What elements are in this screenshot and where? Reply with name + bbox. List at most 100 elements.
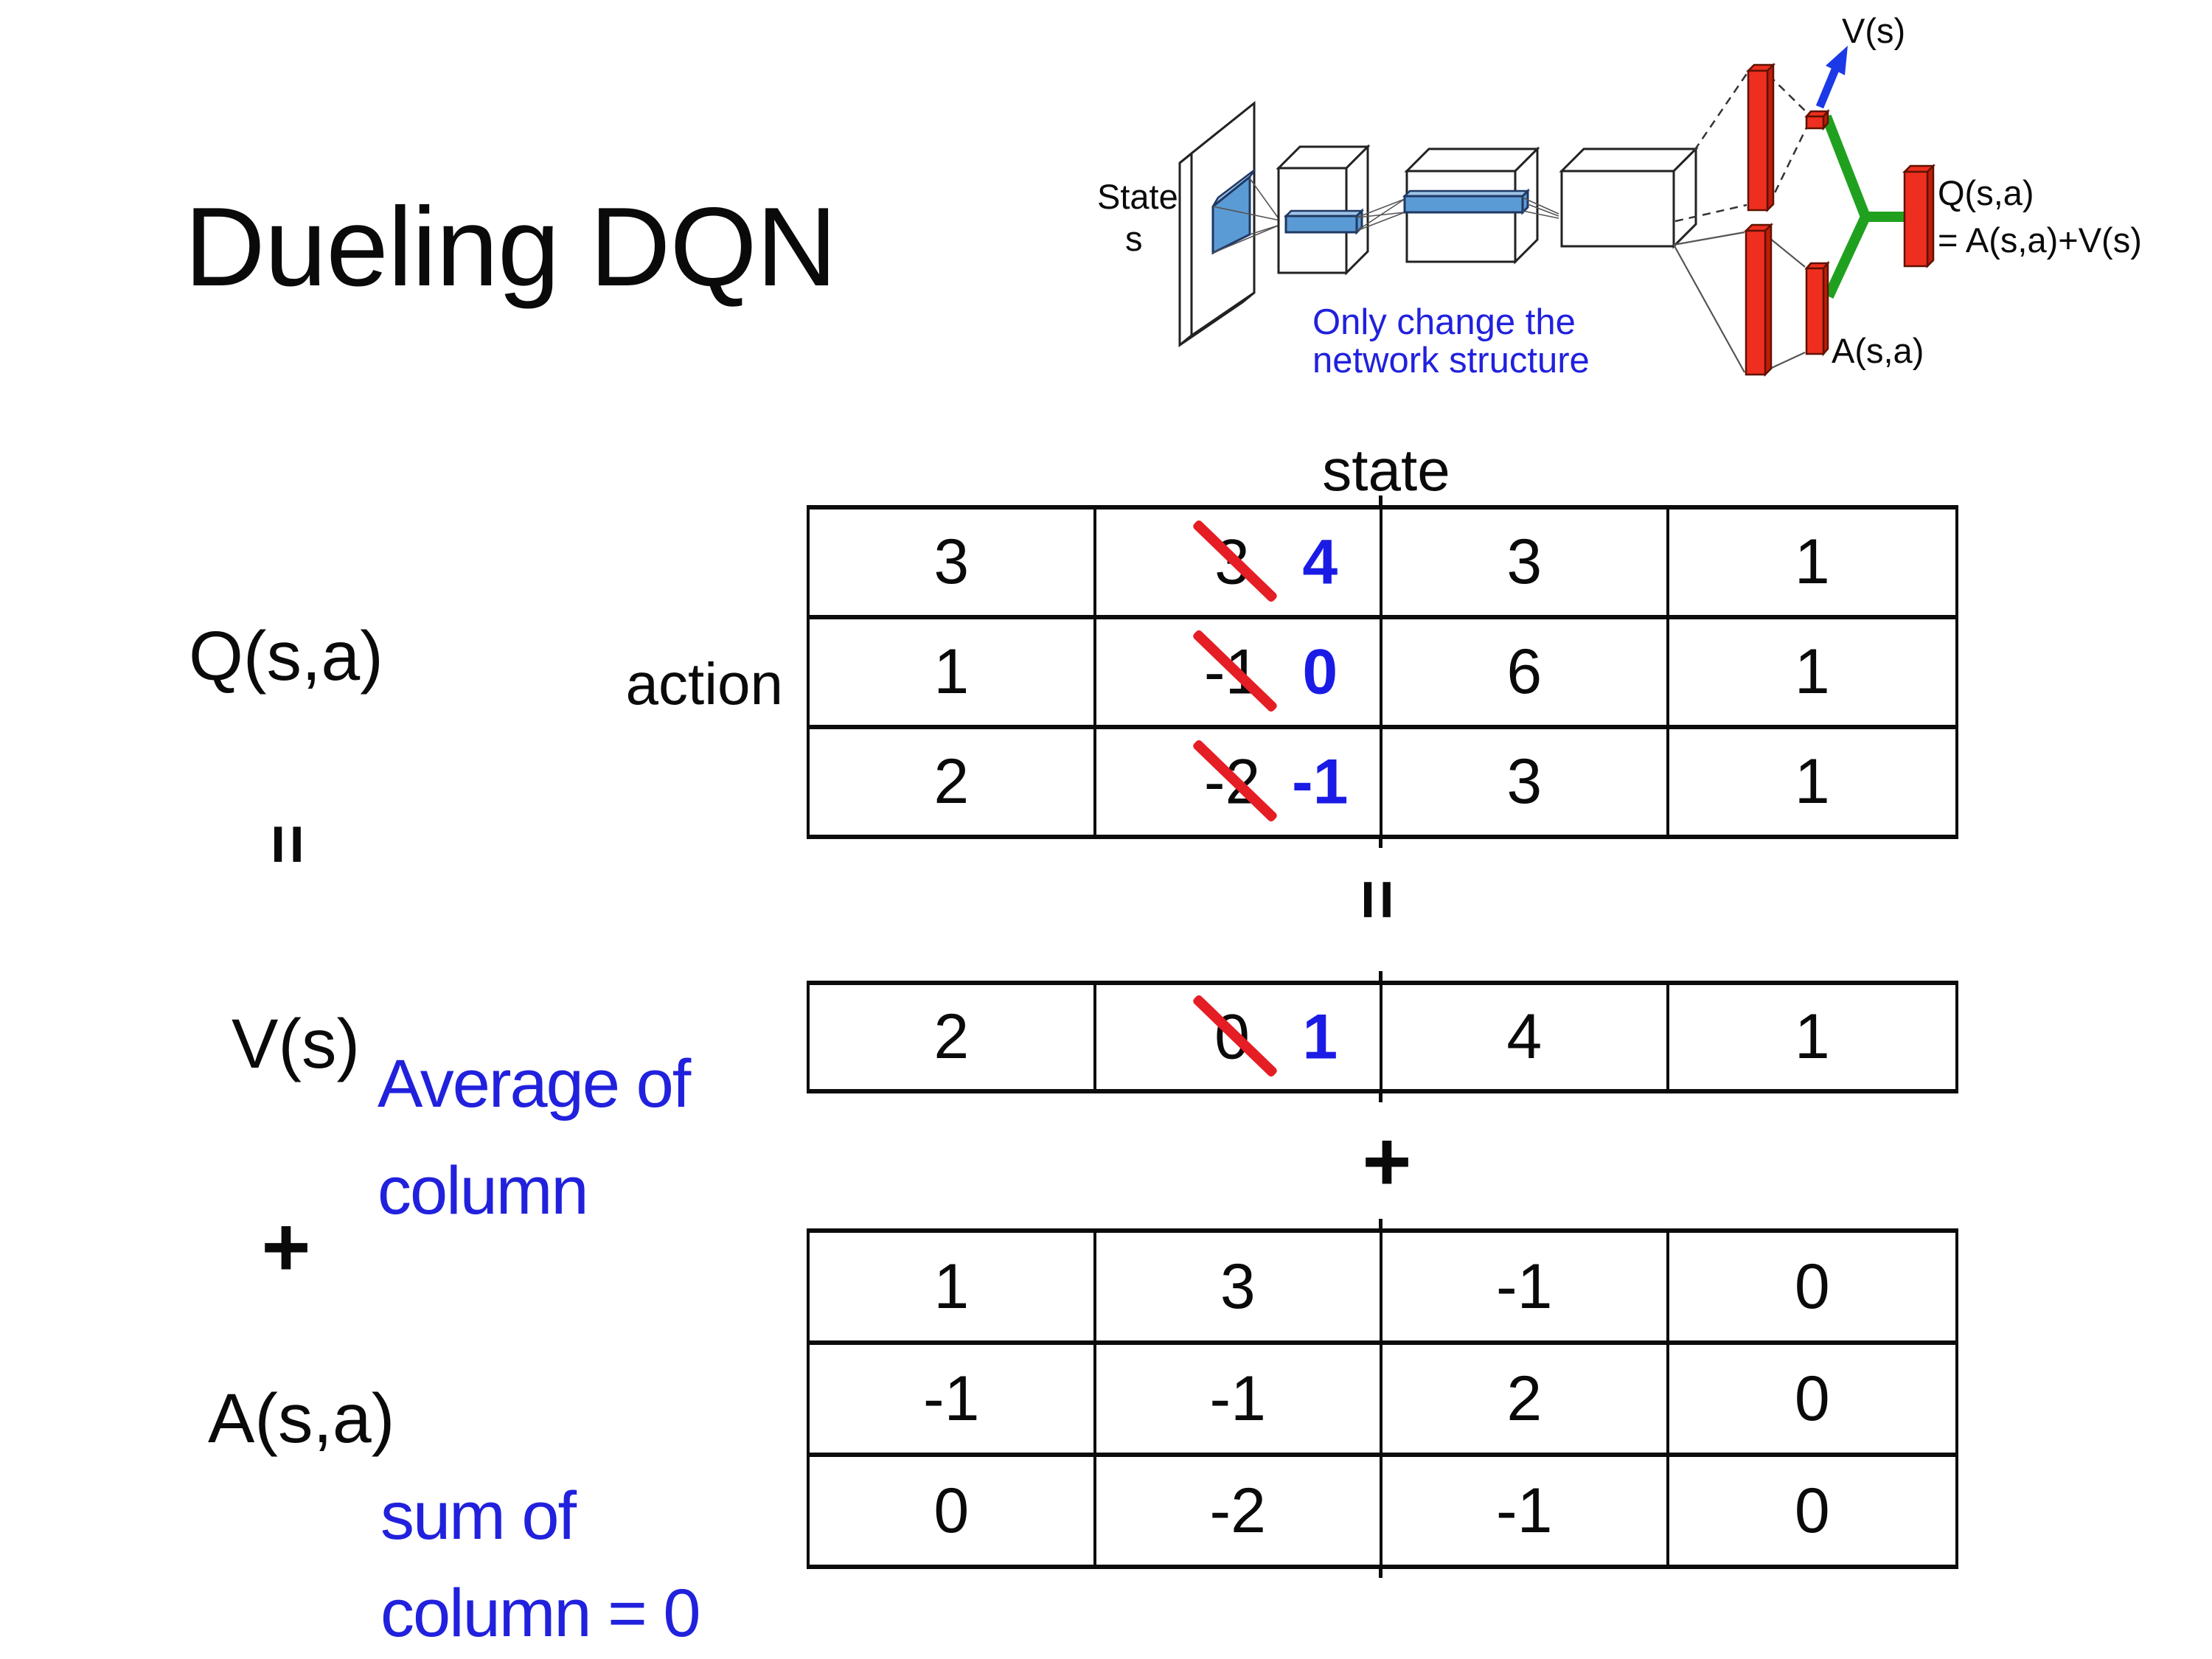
table-cell: 3 bbox=[1096, 1233, 1382, 1345]
fan-line bbox=[1249, 178, 1281, 221]
plus-sign-left: + bbox=[261, 1200, 311, 1295]
table-cell: 1 bbox=[1669, 619, 1955, 729]
cell-value: 2 bbox=[933, 1001, 970, 1072]
fan-line bbox=[1356, 212, 1405, 232]
cell-value: 2 bbox=[933, 746, 970, 817]
diagram-note-line1: Only change the bbox=[1312, 302, 1576, 342]
cell-value: -2 bbox=[1209, 1475, 1266, 1546]
feature-bar-2 bbox=[1403, 195, 1524, 214]
table-tick bbox=[1379, 838, 1382, 848]
cell-new-value: 4 bbox=[1302, 526, 1338, 597]
fan-line bbox=[1212, 224, 1281, 254]
dashed-connection bbox=[1674, 204, 1747, 223]
cell-value: -1 bbox=[1496, 1251, 1553, 1322]
table-cell: 1 bbox=[810, 1233, 1096, 1345]
table-cell: 01 bbox=[1096, 985, 1382, 1089]
table-cell: 1 bbox=[1669, 729, 1956, 835]
a-table: 1 3 -1 0 -1 -1 2 0 0 -2 -1 0 bbox=[807, 1228, 1958, 1569]
cell-value: 1 bbox=[933, 636, 970, 707]
cell-value: 0 bbox=[1794, 1363, 1830, 1434]
label-asa: A(s,a) bbox=[208, 1380, 395, 1458]
table-tick bbox=[1379, 971, 1382, 981]
q-output-bar bbox=[1903, 170, 1929, 268]
equals-sign-left: = bbox=[248, 824, 327, 865]
table-cell: 0 bbox=[1669, 1345, 1955, 1457]
diagram-note-line2: network structure bbox=[1312, 341, 1590, 380]
dashed-connection bbox=[1693, 73, 1748, 151]
action-header: action bbox=[625, 651, 783, 717]
q-output-formula: = A(s,a)+V(s) bbox=[1938, 220, 2142, 260]
table-cell: 0 bbox=[1669, 1457, 1956, 1565]
table-cell: 1 bbox=[1669, 985, 1956, 1089]
advantage-vector-bar bbox=[1805, 267, 1825, 355]
table-cell: 4 bbox=[1382, 985, 1669, 1089]
fan-line bbox=[1522, 197, 1559, 215]
table-cell: 0 bbox=[1669, 1233, 1955, 1345]
table-tick bbox=[1379, 495, 1382, 506]
equals-sign-center: = bbox=[1338, 879, 1417, 920]
cell-value: -1 bbox=[1496, 1475, 1553, 1546]
table-cell: 2 bbox=[1382, 1345, 1669, 1457]
table-cell: -10 bbox=[1096, 619, 1382, 729]
cell-value: 1 bbox=[1794, 746, 1830, 817]
solid-connection bbox=[1673, 244, 1745, 373]
v-output-label: V(s) bbox=[1842, 11, 1905, 50]
merge-y-connector bbox=[1823, 215, 1871, 299]
table-cell: -1 bbox=[1096, 1345, 1382, 1457]
table-cell: 3 bbox=[1382, 509, 1669, 619]
conv-box-3 bbox=[1560, 170, 1675, 248]
cell-value: -1 bbox=[923, 1363, 980, 1434]
table-cell: -1 bbox=[1382, 1233, 1669, 1345]
v-table: 2 01 4 1 bbox=[807, 981, 1958, 1093]
cell-value: 3 bbox=[1506, 746, 1543, 817]
note-line: Average of bbox=[378, 1046, 691, 1121]
table-cell: 0 bbox=[810, 1457, 1096, 1565]
fan-line bbox=[1522, 210, 1559, 219]
table-cell: -1 bbox=[1382, 1457, 1669, 1565]
table-cell: 34 bbox=[1096, 509, 1382, 619]
cell-value: 2 bbox=[1506, 1363, 1543, 1434]
page-title: Dueling DQN bbox=[184, 184, 837, 310]
table-cell: 2 bbox=[810, 729, 1096, 835]
network-diagram: State s V(s) Q(s,a) = A(s,a)+V(s) A(s,a)… bbox=[1097, 11, 2142, 380]
cell-value: 3 bbox=[1506, 526, 1543, 597]
cell-new-value: 0 bbox=[1302, 636, 1338, 707]
cell-value: 1 bbox=[1794, 526, 1830, 597]
state-input-label: State bbox=[1097, 177, 1178, 216]
table-tick bbox=[1379, 1219, 1382, 1229]
table-cell: 2 bbox=[810, 985, 1096, 1089]
table-tick bbox=[1379, 1568, 1382, 1578]
q-output-label: Q(s,a) bbox=[1938, 173, 2034, 212]
advantage-stream-bar bbox=[1745, 229, 1767, 376]
table-cell: 3 bbox=[1382, 729, 1669, 835]
table-cell: 3 bbox=[810, 509, 1096, 619]
value-stream-bar bbox=[1747, 69, 1769, 212]
dashed-connection bbox=[1767, 122, 1810, 206]
state-header: state bbox=[1322, 437, 1450, 503]
cell-value: 3 bbox=[933, 526, 970, 597]
cell-value: 1 bbox=[1794, 636, 1830, 707]
dashed-connection bbox=[1768, 74, 1809, 115]
conv-box-2 bbox=[1405, 170, 1517, 263]
fan-line bbox=[1527, 204, 1559, 217]
a-output-label: A(s,a) bbox=[1832, 331, 1924, 370]
cell-value: 3 bbox=[1220, 1251, 1256, 1322]
v-output-arrow bbox=[1815, 66, 1840, 109]
table-cell: -1 bbox=[810, 1345, 1096, 1457]
fan-line bbox=[1212, 206, 1281, 221]
cell-new-value: -1 bbox=[1292, 746, 1349, 817]
cell-value: -1 bbox=[1209, 1363, 1266, 1434]
cell-value: 1 bbox=[1794, 1001, 1830, 1072]
table-tick bbox=[1379, 1092, 1382, 1102]
fan-line bbox=[1356, 198, 1405, 218]
cell-value: 0 bbox=[1794, 1475, 1830, 1546]
table-cell: 6 bbox=[1382, 619, 1669, 729]
feature-bar-1 bbox=[1284, 215, 1358, 234]
note-line: column bbox=[378, 1153, 589, 1228]
plus-sign-center: + bbox=[1362, 1114, 1412, 1209]
table-cell: 1 bbox=[1669, 509, 1955, 619]
cell-value: 4 bbox=[1506, 1001, 1543, 1072]
table-cell: 1 bbox=[810, 619, 1096, 729]
